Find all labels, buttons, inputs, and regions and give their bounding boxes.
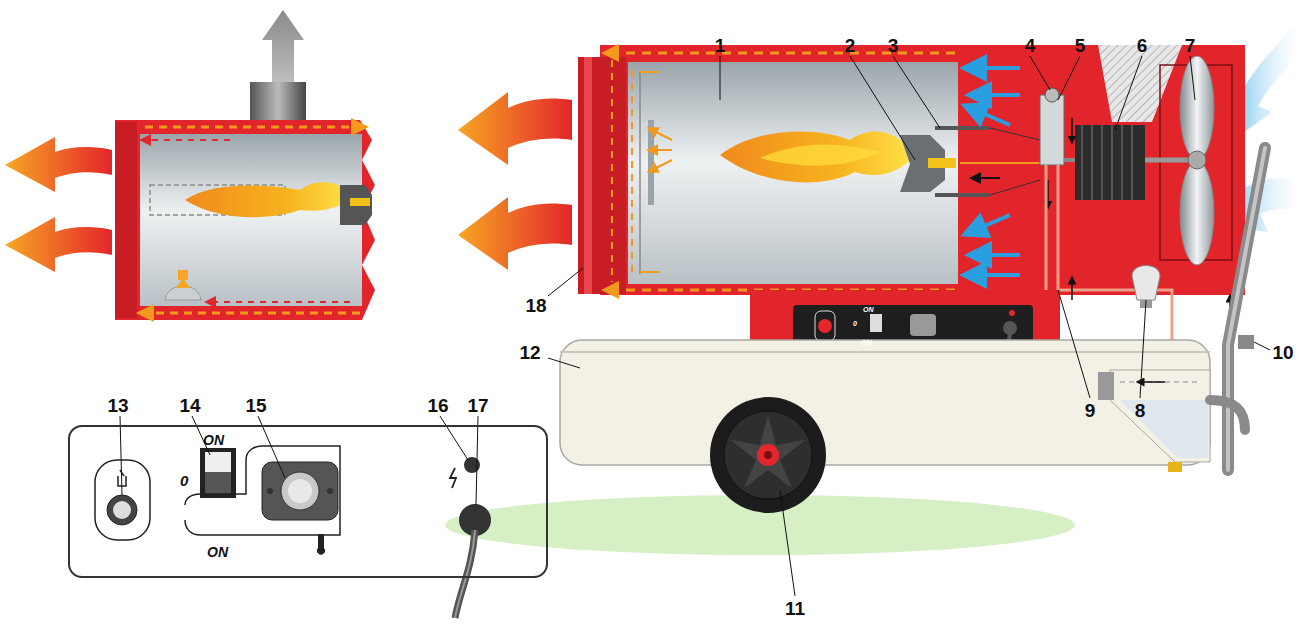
callout-number: 2 [845, 36, 856, 55]
callout-number: 16 [427, 396, 448, 415]
callout-number: 3 [888, 36, 899, 55]
callout-number: 6 [1137, 36, 1148, 55]
hot-air-arrow [458, 197, 572, 270]
callout-number: 18 [525, 296, 546, 315]
switch-label: 0 [853, 320, 857, 327]
hot-air-arrow [458, 92, 572, 165]
switch-label: ON [861, 339, 872, 346]
wheel [710, 397, 826, 513]
indirect-heater-view [5, 10, 375, 320]
handle [1210, 148, 1265, 470]
callout-number: 12 [519, 343, 540, 362]
switch-label: ON [207, 545, 228, 559]
callout-number: 4 [1025, 36, 1036, 55]
callout-number: 7 [1185, 36, 1196, 55]
heater-body [578, 45, 1245, 295]
switch-label: 0 [180, 473, 188, 488]
callout-number: 11 [785, 599, 805, 618]
callout-number: 15 [245, 396, 266, 415]
callout-number: 5 [1075, 36, 1086, 55]
switch-label: ON [863, 306, 874, 313]
callout-number: 10 [1272, 343, 1293, 362]
control-panel-detail [95, 446, 491, 618]
control-panel: ON0ON [793, 305, 1033, 347]
callout-number: 8 [1135, 401, 1146, 420]
fuel-tank [560, 266, 1254, 473]
callout-number: 9 [1085, 401, 1096, 420]
callout-number: 1 [715, 36, 726, 55]
callout-number: 13 [107, 396, 128, 415]
control-panel: ON0ON [68, 425, 548, 578]
callout-number: 17 [467, 396, 488, 415]
callout-number: 14 [179, 396, 200, 415]
switch-label: ON [203, 433, 224, 447]
leader-line [120, 56, 1270, 596]
